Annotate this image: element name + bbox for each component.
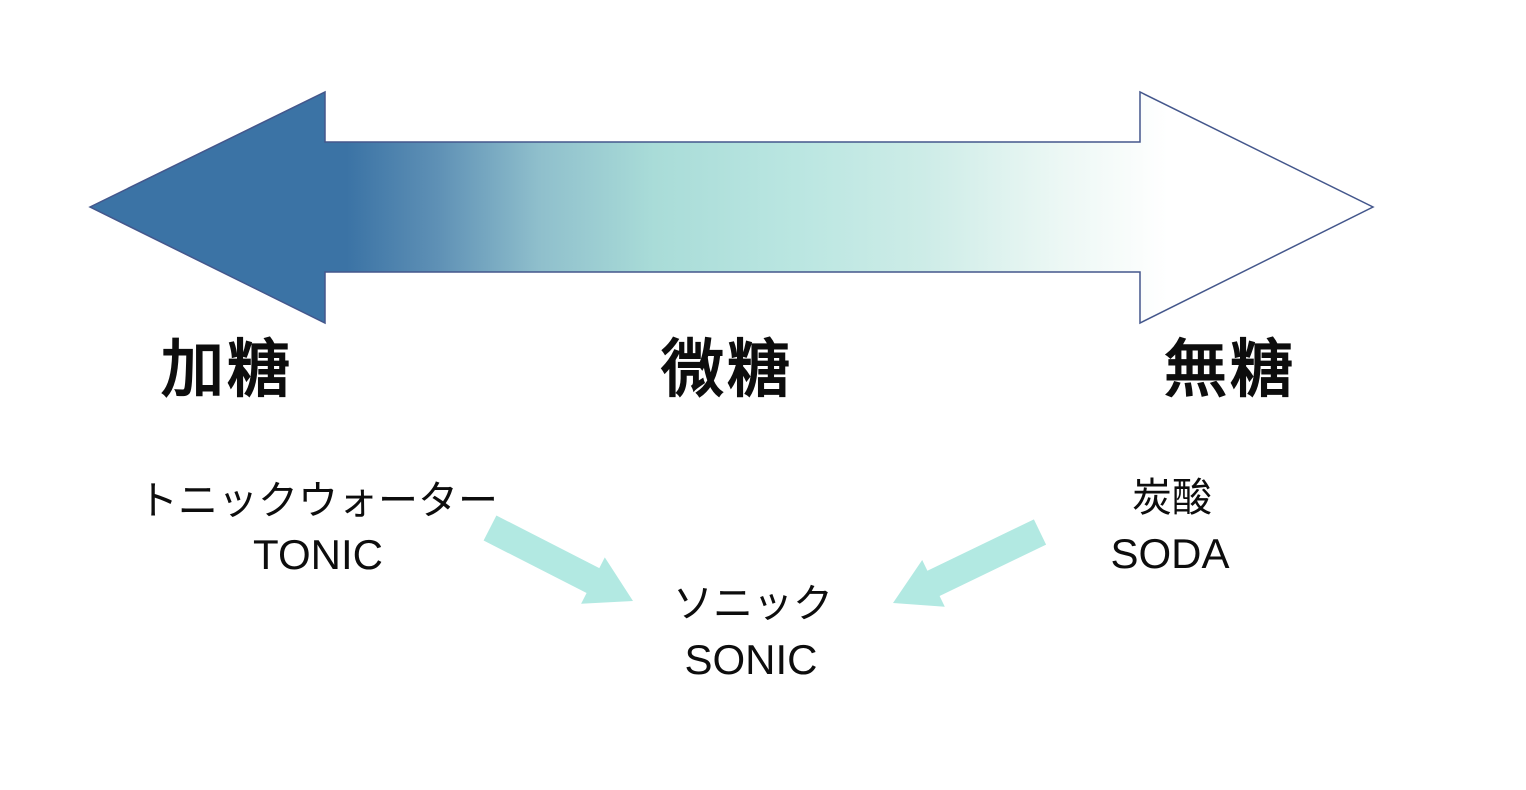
tonic-label-jp: トニックウォーター (138, 479, 498, 523)
sonic-label-jp: ソニック (673, 582, 833, 626)
label-semi-sweet: 微糖 (661, 335, 793, 405)
soda-to-sonic-arrow (893, 519, 1047, 607)
tonic-label-en: TONIC (253, 531, 383, 578)
label-unsweetened: 無糖 (1164, 335, 1296, 405)
soda-label-jp: 炭酸 (1132, 476, 1212, 520)
sonic-label-en: SONIC (684, 636, 818, 683)
label-sweetened: 加糖 (161, 335, 293, 405)
soda-label-en: SODA (1110, 530, 1230, 577)
tonic-to-sonic-arrow (483, 515, 633, 604)
sweetness-gradient-arrow (88, 90, 1375, 325)
